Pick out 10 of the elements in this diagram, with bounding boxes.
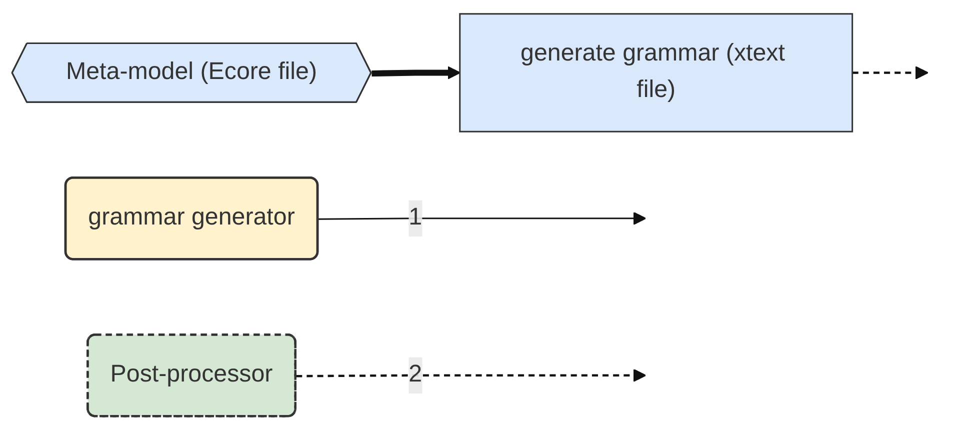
arrow	[852, 66, 928, 80]
process-box: generate grammar (xtext file)	[459, 13, 854, 132]
process-box: Post-processor	[86, 334, 296, 418]
process-box: grammar generator	[64, 176, 319, 260]
arrow	[296, 368, 646, 382]
arrow	[318, 212, 646, 226]
edge-label: 2	[408, 362, 422, 388]
process-box: Meta-model (Ecore file)	[11, 42, 372, 103]
arrow	[372, 66, 460, 80]
edge-label: 1	[408, 204, 422, 230]
